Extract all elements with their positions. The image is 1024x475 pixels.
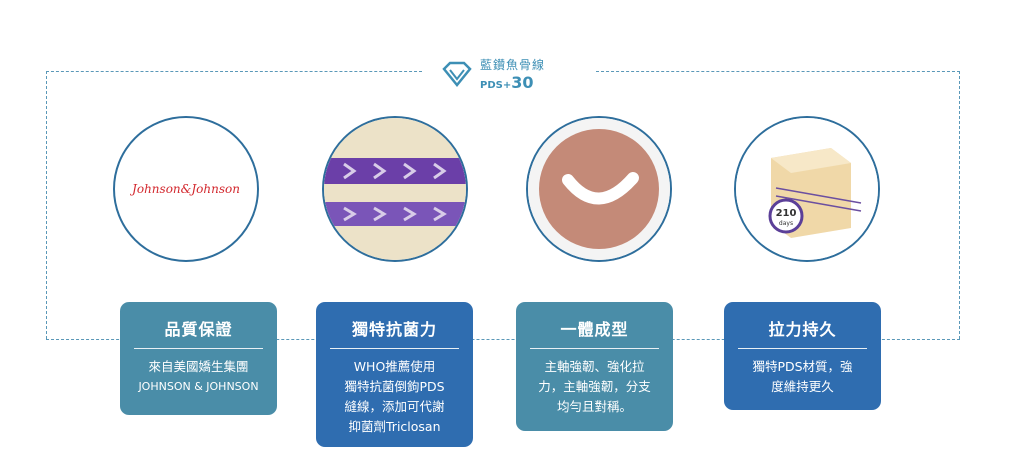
cross-section-circle	[526, 116, 672, 262]
feature-title: 獨特抗菌力	[330, 316, 459, 349]
frame-top-right	[596, 71, 960, 72]
feature-card-tension: 拉力持久 獨特PDS材質，強 度維持更久	[724, 302, 881, 410]
logo-subtitle: PDS+30	[480, 73, 534, 92]
feature-card-one-piece: 一體成型 主軸強韌、強化拉 力，主軸強韌，分支 均勻且對稱。	[516, 302, 673, 431]
feature-title: 品質保證	[134, 316, 263, 349]
feature-line: 獨特PDS材質，強	[752, 359, 853, 374]
diamond-icon	[442, 61, 472, 87]
days-number: 210	[776, 208, 797, 219]
suture-cross-section-image	[528, 118, 670, 260]
feature-line: 力，主軸強韌，分支	[538, 379, 651, 394]
feature-line: JOHNSON & JOHNSON	[138, 380, 259, 393]
days-unit: days	[779, 220, 793, 227]
feature-line: 獨特抗菌倒鉤PDS	[344, 379, 445, 394]
frame-bottom	[46, 339, 960, 340]
tissue-circle: 210 days	[734, 116, 880, 262]
feature-card-antibacterial: 獨特抗菌力 WHO推薦使用 獨特抗菌倒鉤PDS 縫線，添加可代謝 抑菌劑Tric…	[316, 302, 473, 447]
frame-top-left	[46, 71, 422, 72]
frame-right	[959, 71, 960, 339]
logo-title: 藍鑽魚骨線	[480, 58, 546, 72]
tissue-block-image: 210 days	[736, 118, 878, 260]
barbed-suture-image	[324, 118, 466, 260]
suture-image-circle	[322, 116, 468, 262]
feature-line: 來自美國嬌生集團	[148, 359, 249, 374]
jnj-logo-circle: Johnson&Johnson	[113, 116, 259, 262]
frame-left	[46, 71, 47, 339]
feature-line: 抑菌劑Triclosan	[348, 419, 441, 434]
feature-line: 縫線，添加可代謝	[344, 399, 445, 414]
brand-logo: 藍鑽魚骨線 PDS+30	[438, 56, 550, 92]
feature-line: 均勻且對稱。	[556, 399, 632, 414]
feature-card-quality: 品質保證 來自美國嬌生集團 JOHNSON & JOHNSON	[120, 302, 277, 415]
feature-line: 度維持更久	[771, 379, 834, 394]
feature-line: WHO推薦使用	[353, 359, 436, 374]
feature-title: 拉力持久	[738, 316, 867, 349]
feature-title: 一體成型	[530, 316, 659, 349]
feature-line: 主軸強韌、強化拉	[544, 359, 645, 374]
jnj-logo: Johnson&Johnson	[132, 182, 240, 196]
